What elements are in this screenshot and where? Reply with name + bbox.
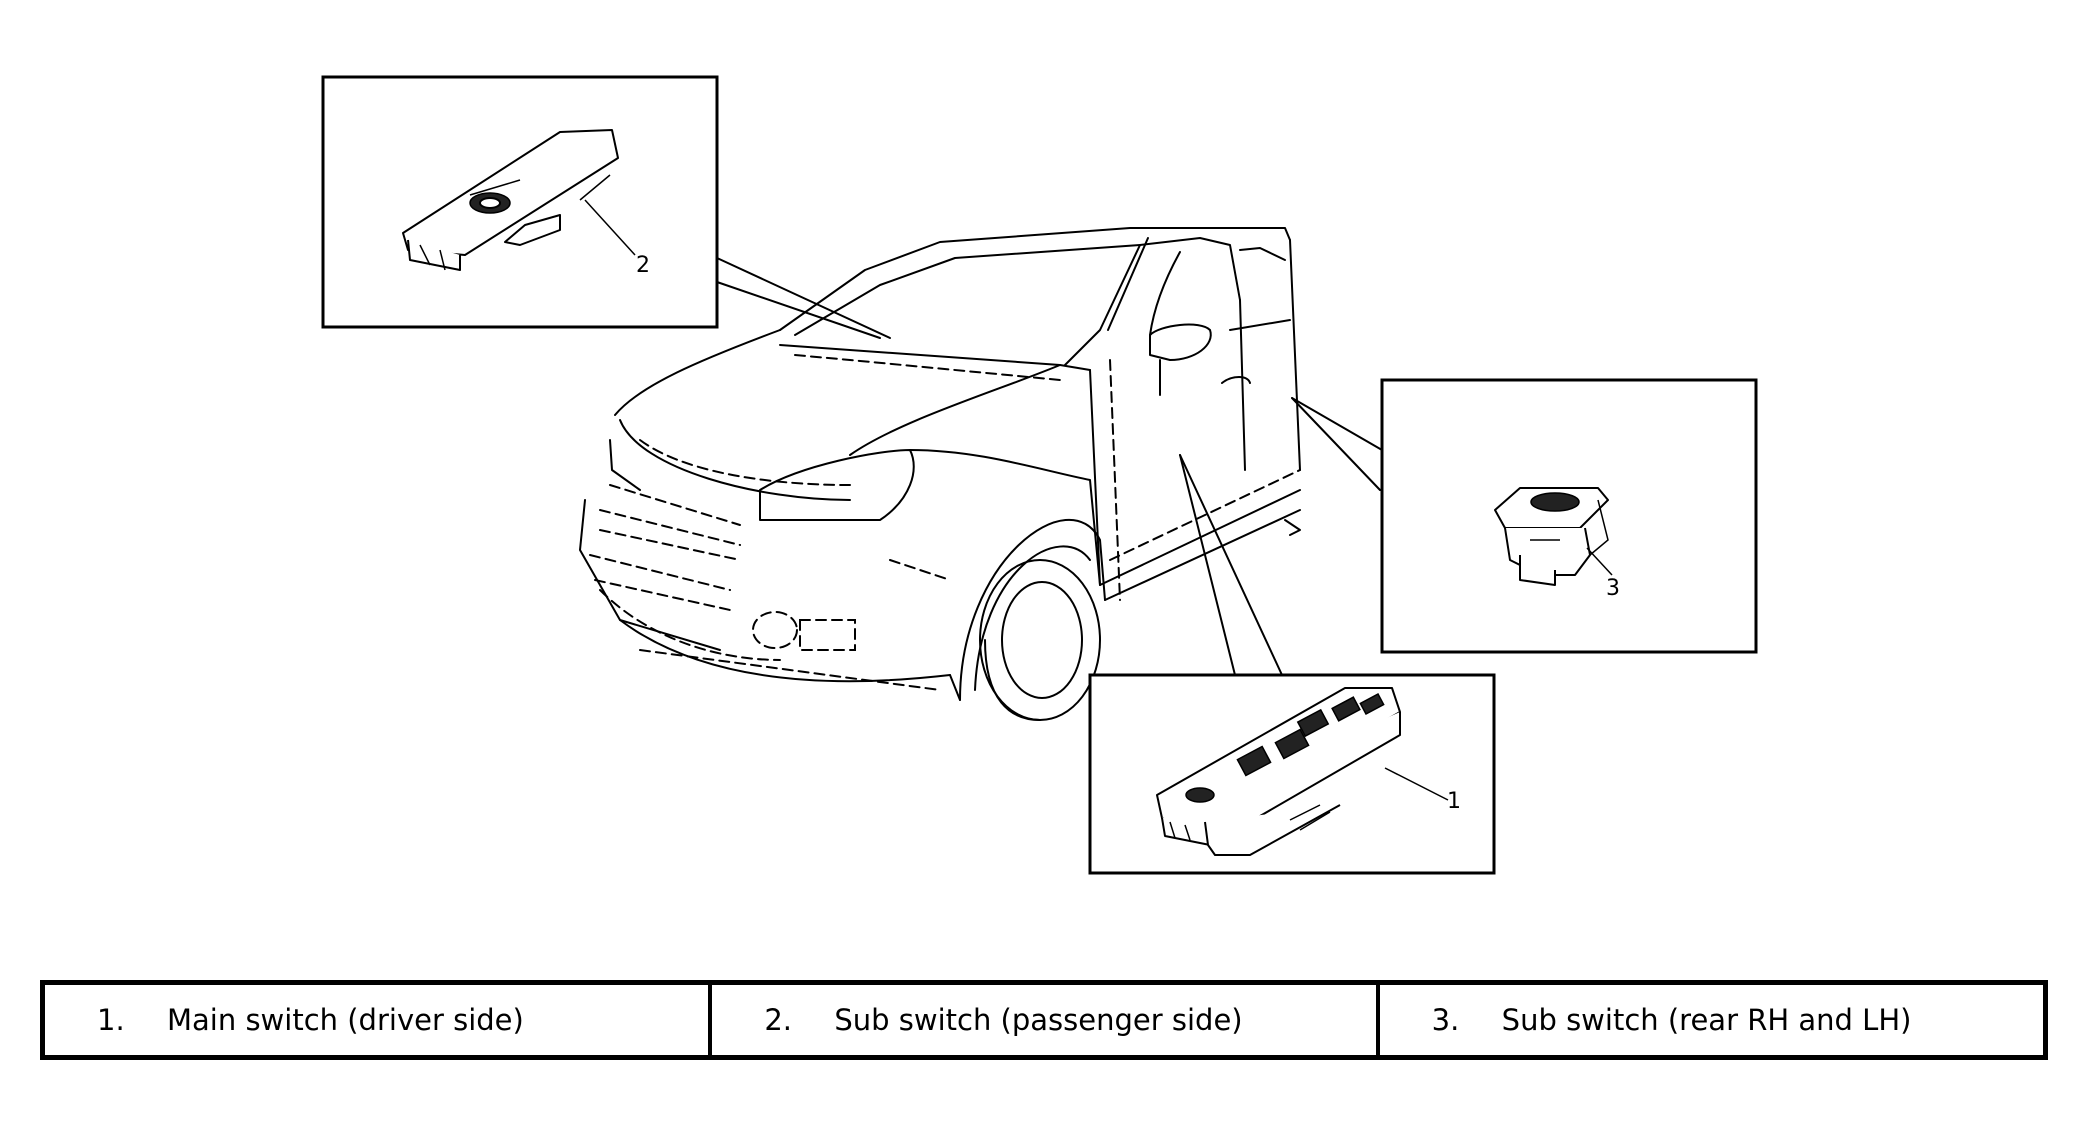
legend-item-label: Main switch (driver side) bbox=[167, 1003, 524, 1037]
passenger-sub-switch-drawing bbox=[402, 129, 619, 271]
legend-item-label: Sub switch (passenger side) bbox=[834, 1003, 1243, 1037]
legend-item-1: 1. Main switch (driver side) bbox=[45, 985, 708, 1055]
callout-box-sub-switch-passenger: 2 bbox=[321, 75, 719, 329]
legend-item-number: 1. bbox=[97, 1003, 125, 1037]
car-illustration bbox=[579, 227, 1301, 721]
main-switch-drawing bbox=[1156, 687, 1401, 856]
legend-item-number: 3. bbox=[1431, 1003, 1460, 1037]
callout-number-2: 2 bbox=[636, 253, 650, 278]
legend-item-label: Sub switch (rear RH and LH) bbox=[1501, 1003, 1912, 1037]
callout-number-1: 1 bbox=[1447, 789, 1461, 814]
callout-box-sub-switch-rear: 3 bbox=[1380, 378, 1758, 654]
parts-legend-table: 1. Main switch (driver side) 2. Sub swit… bbox=[40, 980, 2048, 1060]
legend-item-3: 3. Sub switch (rear RH and LH) bbox=[1375, 985, 2043, 1055]
legend-item-number: 2. bbox=[764, 1003, 792, 1037]
callout-box-main-switch: 1 bbox=[1088, 673, 1496, 875]
legend-item-2: 2. Sub switch (passenger side) bbox=[708, 985, 1375, 1055]
rear-sub-switch-drawing bbox=[1494, 487, 1609, 586]
leader-lines bbox=[716, 257, 1383, 676]
callout-number-3: 3 bbox=[1606, 576, 1620, 601]
